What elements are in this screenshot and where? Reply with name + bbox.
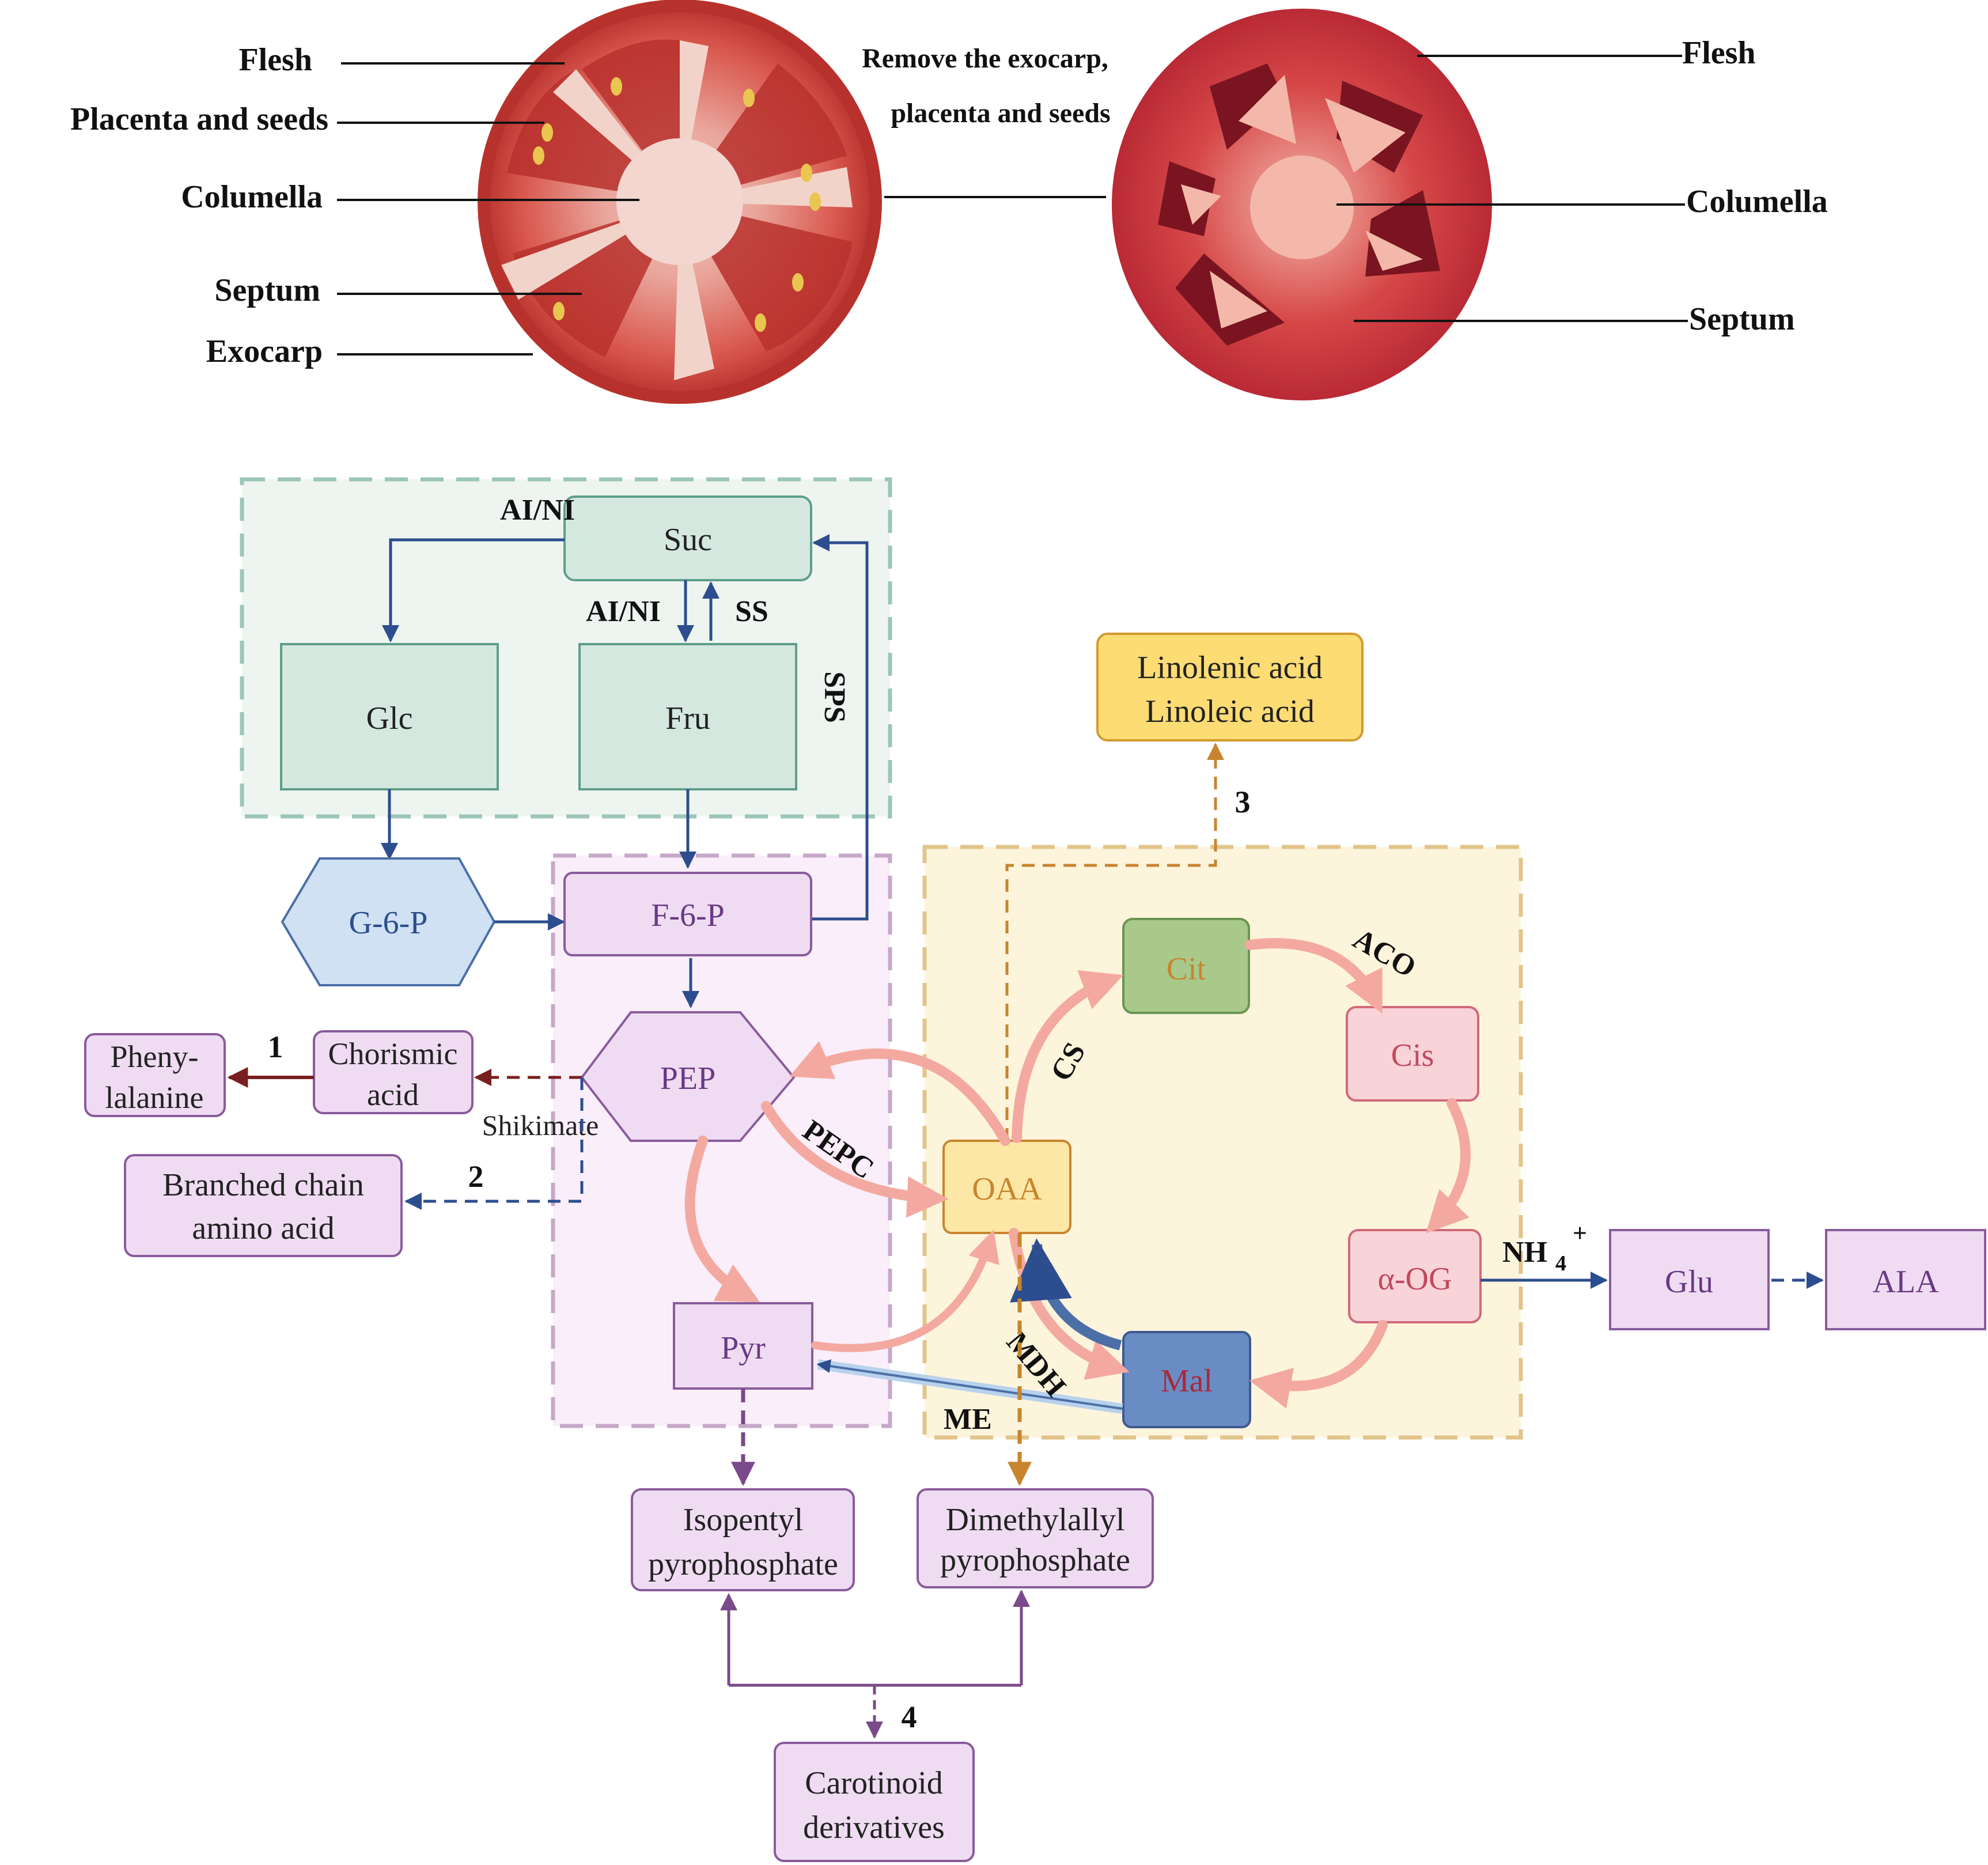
node-glu-label: Glu xyxy=(1665,1264,1713,1300)
node-suc-label: Suc xyxy=(664,522,712,558)
node-mal-label: Mal xyxy=(1161,1363,1213,1399)
arrow-pyr-oaa xyxy=(811,1229,999,1352)
label-septum-right: Septum xyxy=(1689,301,1795,337)
node-isopentyl xyxy=(631,1488,855,1591)
tomato-right xyxy=(1112,9,1492,400)
node-linolenic xyxy=(1096,633,1364,742)
arrow-pep-pyr xyxy=(684,1136,760,1303)
node-dimethyl-label-2: pyrophosphate xyxy=(940,1542,1130,1578)
node-f6p-label: F-6-P xyxy=(651,898,725,933)
arrow-cis-aog xyxy=(1426,1098,1471,1234)
node-g6p-label: G-6-P xyxy=(349,905,428,941)
node-phenylalanine xyxy=(84,1033,226,1117)
top-left-labels: Flesh Placenta and seeds Columella Septu… xyxy=(70,42,639,369)
node-phenylalanine-label-1: Pheny- xyxy=(111,1039,199,1074)
tomato-left-exocarp xyxy=(478,0,882,404)
node-g6p xyxy=(281,857,496,986)
tomato-right-columella-shape xyxy=(1181,75,1423,328)
node-dimethyl-label-1: Dimethylallyl xyxy=(945,1502,1124,1538)
node-oaa-label: OAA xyxy=(972,1171,1042,1207)
top-right-labels: Flesh Columella Septum xyxy=(1336,35,1828,337)
caption-line-2: placenta and seeds xyxy=(891,98,1110,128)
arrow-oaa-pep xyxy=(789,1041,1010,1146)
arrow-pep-oaa xyxy=(761,1101,949,1218)
label-flesh-left: Flesh xyxy=(238,42,312,78)
tomato-left-seeds xyxy=(533,77,821,332)
pathway-number-2: 2 xyxy=(468,1159,484,1194)
enzyme-ai-ni-mid: AI/NI xyxy=(586,595,661,628)
arrow-mal-oaa xyxy=(1010,1238,1122,1350)
node-fru-label: Fru xyxy=(665,701,710,736)
node-chorismic-label-2: acid xyxy=(367,1077,419,1112)
arrow-f6p-suc xyxy=(811,534,869,921)
arrow-cit-cis xyxy=(1245,938,1383,1014)
arrow-mal-pyr xyxy=(816,1359,1123,1410)
arrow-suc-glc xyxy=(382,538,565,642)
node-carotinoid-label-2: derivatives xyxy=(803,1810,945,1845)
node-aog-label: α-OG xyxy=(1378,1261,1452,1297)
arrow-oaa-cit xyxy=(1012,970,1124,1143)
enzyme-me: ME xyxy=(944,1403,992,1436)
node-glc xyxy=(280,643,499,790)
label-placenta-left: Placenta and seeds xyxy=(70,101,328,137)
node-carotinoid-label-1: Carotinoid xyxy=(805,1765,943,1801)
pathway-number-1: 1 xyxy=(268,1030,283,1064)
node-f6p xyxy=(563,872,812,956)
node-chorismic-label-1: Chorismic xyxy=(328,1036,458,1071)
node-pyr xyxy=(673,1302,813,1390)
node-ala xyxy=(1825,1229,1986,1330)
node-cit-label: Cit xyxy=(1167,951,1206,987)
label-nh4-sup: + xyxy=(1573,1219,1587,1247)
arrow-aog-mal xyxy=(1249,1320,1388,1409)
node-dimethyl xyxy=(917,1488,1154,1588)
caption-line-1: Remove the exocarp, xyxy=(862,43,1108,74)
enzyme-sps: SPS xyxy=(818,671,851,723)
enzyme-ss: SS xyxy=(735,595,768,628)
node-cit xyxy=(1122,918,1250,1014)
node-ala-label: ALA xyxy=(1872,1264,1939,1300)
node-branched xyxy=(124,1154,403,1257)
node-phenylalanine-label-2: lalanine xyxy=(105,1080,204,1115)
label-exocarp-left: Exocarp xyxy=(206,334,323,369)
label-shikimate: Shikimate xyxy=(482,1109,599,1141)
node-pep-label: PEP xyxy=(660,1061,716,1096)
node-linolenic-label-2: Linoleic acid xyxy=(1145,694,1315,729)
label-nh4: NH xyxy=(1502,1236,1547,1269)
node-cis-label: Cis xyxy=(1391,1038,1434,1073)
label-columella-left: Columella xyxy=(181,179,323,215)
pathway-number-4: 4 xyxy=(902,1700,917,1734)
enzyme-ai-ni-top: AI/NI xyxy=(500,494,575,527)
node-branched-label-1: Branched chain xyxy=(162,1167,364,1203)
label-septum-left: Septum xyxy=(214,273,320,308)
tomato-left-columella xyxy=(616,138,743,265)
node-branched-label-2: amino acid xyxy=(192,1210,334,1246)
node-carotinoid xyxy=(774,1742,975,1862)
label-columella-right: Columella xyxy=(1686,184,1828,220)
top-middle-caption: Remove the exocarp, placenta and seeds xyxy=(862,43,1111,198)
node-pyr-label: Pyr xyxy=(721,1330,766,1366)
label-flesh-right: Flesh xyxy=(1682,35,1756,71)
tomato-left xyxy=(478,0,882,404)
arrow-oaa-linolenic xyxy=(1005,743,1224,1141)
pathway-number-3: 3 xyxy=(1235,785,1251,819)
node-linolenic-label-1: Linolenic acid xyxy=(1137,650,1323,686)
node-chorismic xyxy=(313,1030,474,1114)
node-cis xyxy=(1346,1006,1479,1102)
node-isopentyl-label-1: Isopentyl xyxy=(683,1502,803,1538)
label-nh4-sub: 4 xyxy=(1555,1251,1566,1276)
node-glu xyxy=(1609,1229,1770,1330)
node-aog xyxy=(1348,1229,1482,1323)
node-isopentyl-label-2: pyrophosphate xyxy=(648,1546,838,1582)
tca-cycle-arrows xyxy=(684,938,1471,1409)
node-glc-label: Glc xyxy=(366,701,413,736)
